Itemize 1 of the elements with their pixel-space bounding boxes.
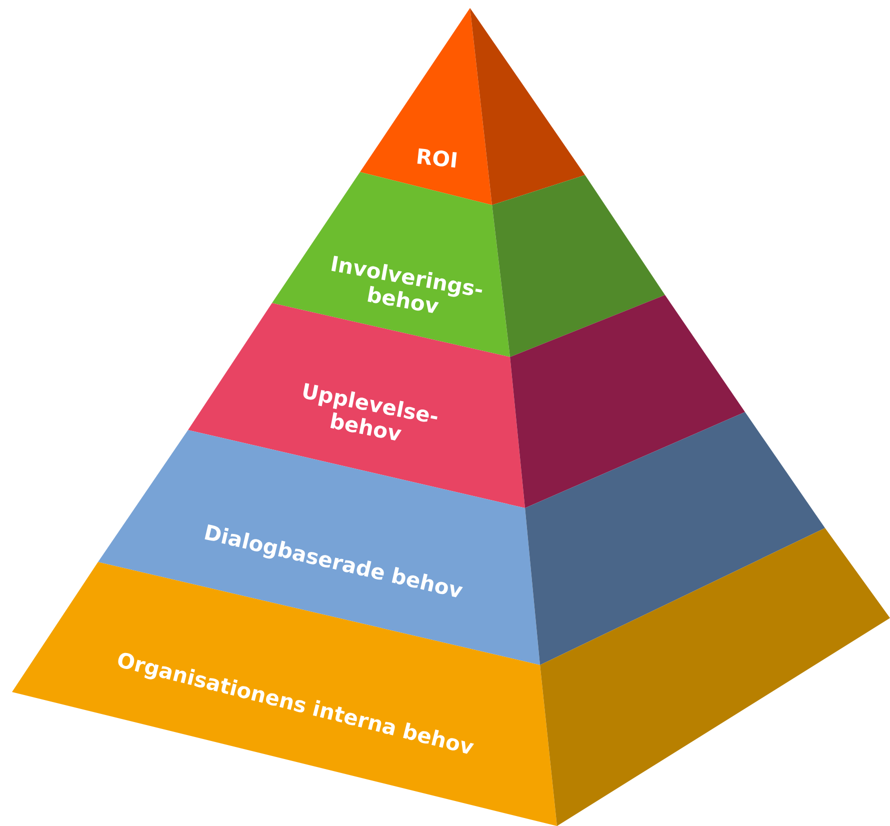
pyramid-layer: ROI — [360, 8, 585, 205]
